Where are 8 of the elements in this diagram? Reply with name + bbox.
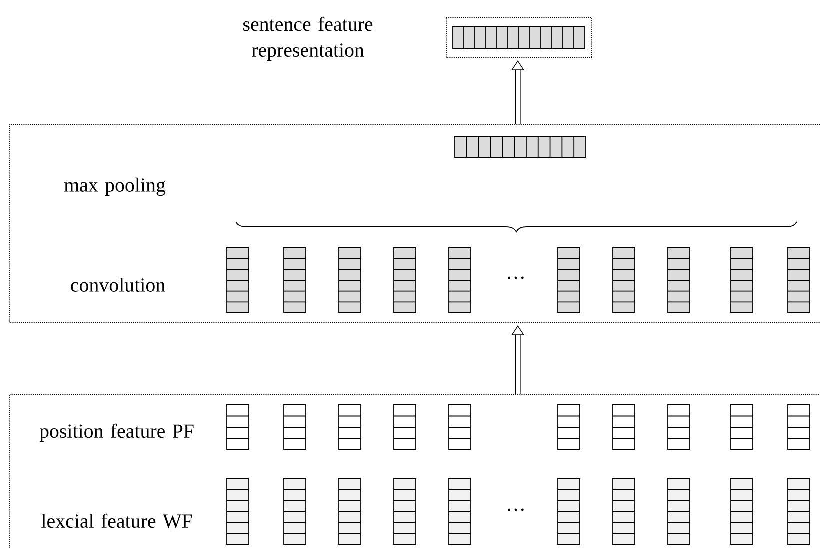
dotted-box [446, 18, 592, 58]
row-label: position feature PF [40, 424, 194, 442]
row-label: convolution [71, 278, 166, 292]
row-label: max pooling [64, 178, 166, 196]
ellipsis: … [508, 276, 524, 280]
caption-text: sentence feature representation [244, 16, 373, 62]
ellipsis: … [508, 508, 524, 512]
row-label: lexcial feature WF [42, 514, 192, 528]
